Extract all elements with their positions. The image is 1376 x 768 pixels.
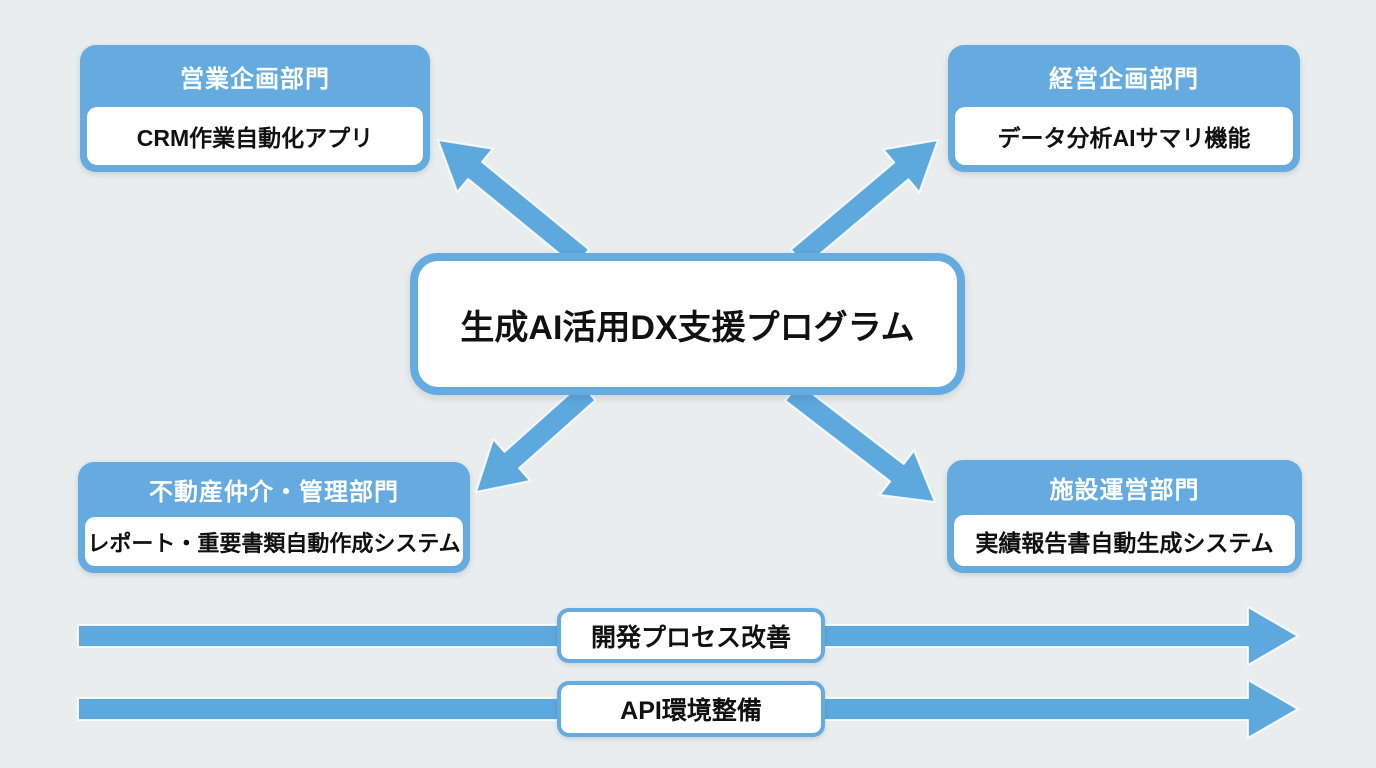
department-card-sales-planning: 営業企画部門 CRM作業自動化アプリ — [80, 45, 430, 172]
arrow-to-bottom-right-icon — [784, 382, 936, 503]
arrow-to-bottom-left-icon — [475, 382, 597, 493]
department-card-real-estate: 不動産仲介・管理部門 レポート・重要書類自動作成システム — [78, 462, 470, 573]
foundation-label-text: 開発プロセス改善 — [590, 623, 791, 652]
department-name: 不動産仲介・管理部門 — [149, 479, 399, 506]
department-name: 施設運営部門 — [1049, 477, 1200, 504]
department-solution: レポート・重要書類自動作成システム — [85, 517, 463, 566]
program-title: 生成AI活用DX支援プログラム — [460, 308, 915, 347]
center-program-box: 生成AI活用DX支援プログラム — [410, 253, 965, 395]
arrow-to-top-right-icon — [789, 139, 939, 268]
department-solution: 実績報告書自動生成システム — [954, 515, 1295, 566]
department-name: 営業企画部門 — [180, 65, 330, 93]
department-card-facility-operations: 施設運営部門 実績報告書自動生成システム — [947, 460, 1302, 573]
department-solution: CRM作業自動化アプリ — [87, 107, 423, 165]
department-solution: データ分析AIサマリ機能 — [955, 107, 1293, 165]
foundation-label-dev-process: 開発プロセス改善 — [557, 608, 825, 663]
foundation-label-api-env: API環境整備 — [557, 681, 825, 737]
department-name: 経営企画部門 — [1049, 65, 1199, 93]
foundation-label-text: API環境整備 — [620, 697, 762, 725]
arrow-to-top-left-icon — [437, 139, 590, 268]
department-card-corporate-planning: 経営企画部門 データ分析AIサマリ機能 — [948, 45, 1300, 172]
